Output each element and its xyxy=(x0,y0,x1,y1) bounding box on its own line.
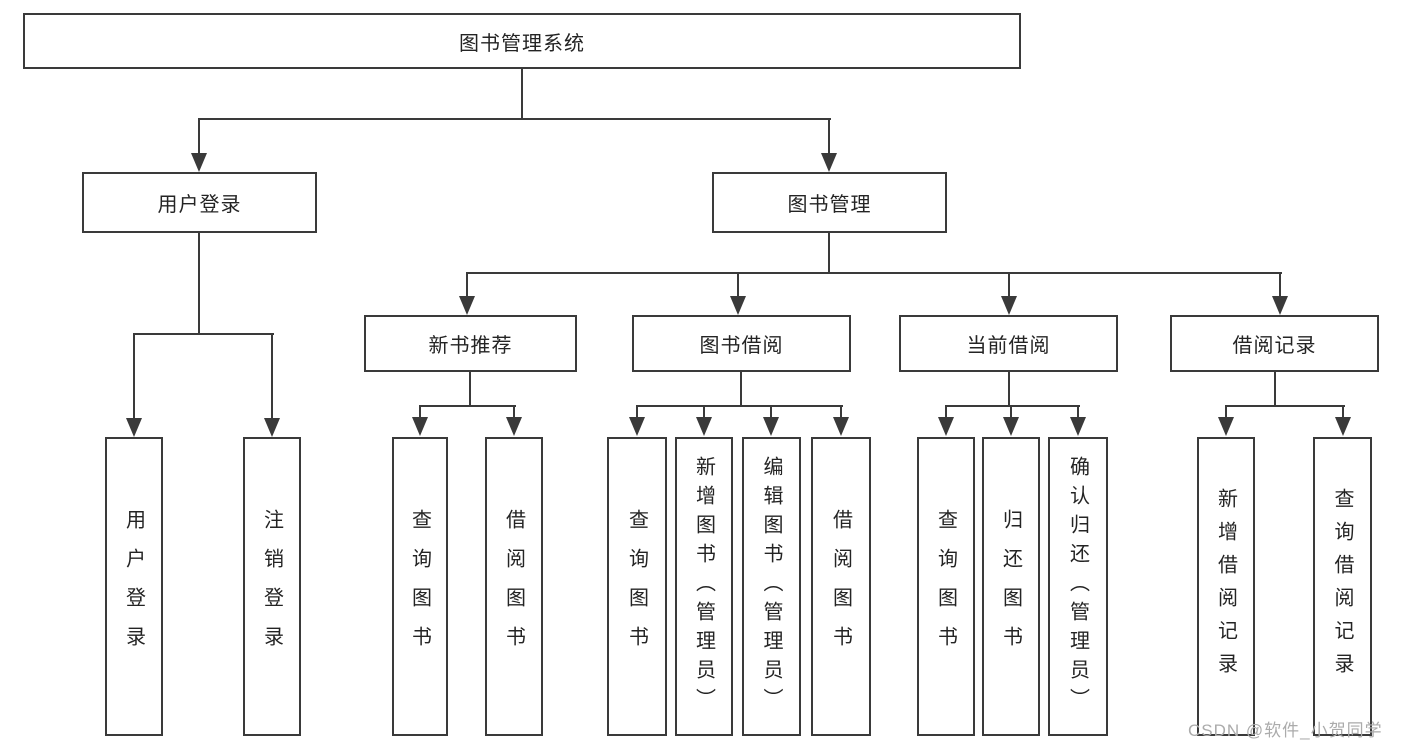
connector-vline xyxy=(1008,272,1010,299)
connector-vline xyxy=(1342,405,1344,421)
connector-vline xyxy=(740,372,742,407)
connector-vline xyxy=(636,405,638,421)
node-label: 用户登录 xyxy=(157,194,242,216)
leaf-borrow-books-recommend: 借阅图书 xyxy=(485,437,543,736)
connector-vline xyxy=(521,68,523,120)
node-label: 新书推荐 xyxy=(428,335,513,357)
connector-vline xyxy=(828,233,830,274)
connector-vline xyxy=(1010,405,1012,421)
connector-hline xyxy=(1225,405,1345,407)
node-label: 借阅图书 xyxy=(829,508,852,665)
leaf-add-books-admin: 新增图书（管理员） xyxy=(675,437,733,736)
node-label: 编辑图书（管理员） xyxy=(760,456,782,717)
node-borrowing-records: 借阅记录 xyxy=(1170,315,1379,372)
connector-vline xyxy=(828,118,830,156)
connector-vline xyxy=(133,333,135,421)
connector-vline xyxy=(198,233,200,335)
csdn-watermark: CSDN @软件_小贺同学 xyxy=(1188,721,1383,740)
node-label: 当前借阅 xyxy=(966,335,1051,357)
arrowhead-down-icon xyxy=(1272,296,1288,315)
leaf-query-books-current: 查询图书 xyxy=(917,437,975,736)
arrowhead-down-icon xyxy=(264,418,280,437)
connector-hline xyxy=(198,118,831,120)
arrowhead-down-icon xyxy=(1070,417,1086,436)
arrowhead-down-icon xyxy=(730,296,746,315)
connector-hline xyxy=(466,272,1282,274)
node-root-library-system: 图书管理系统 xyxy=(23,13,1021,69)
connector-vline xyxy=(737,272,739,299)
node-user-login: 用户登录 xyxy=(82,172,317,233)
connector-vline xyxy=(703,405,705,421)
leaf-query-borrow-record: 查询借阅记录 xyxy=(1313,437,1372,736)
leaf-borrow-books: 借阅图书 xyxy=(811,437,871,736)
connector-vline xyxy=(840,405,842,421)
node-label: 新增图书（管理员） xyxy=(692,456,715,717)
connector-vline xyxy=(466,272,468,299)
connector-vline xyxy=(945,405,947,421)
connector-vline xyxy=(770,405,772,421)
node-label: 用户登录 xyxy=(122,508,145,665)
arrowhead-down-icon xyxy=(696,417,712,436)
connector-vline xyxy=(469,372,471,407)
leaf-return-books: 归还图书 xyxy=(982,437,1040,736)
arrowhead-down-icon xyxy=(629,417,645,436)
node-label: 图书管理系统 xyxy=(459,32,585,55)
leaf-user-login: 用户登录 xyxy=(105,437,163,736)
arrowhead-down-icon xyxy=(833,417,849,436)
leaf-logout: 注销登录 xyxy=(243,437,301,736)
leaf-confirm-return-admin: 确认归还（管理员） xyxy=(1048,437,1108,736)
node-new-book-recommend: 新书推荐 xyxy=(364,315,577,372)
arrowhead-down-icon xyxy=(1218,417,1234,436)
connector-vline xyxy=(1225,405,1227,421)
arrowhead-down-icon xyxy=(126,418,142,437)
leaf-query-books-borrowing: 查询图书 xyxy=(607,437,667,736)
node-book-management: 图书管理 xyxy=(712,172,947,233)
arrowhead-down-icon xyxy=(763,417,779,436)
connector-vline xyxy=(513,405,515,421)
arrowhead-down-icon xyxy=(1335,417,1351,436)
arrowhead-down-icon xyxy=(821,153,837,172)
node-label: 归还图书 xyxy=(999,508,1022,665)
node-book-borrowing: 图书借阅 xyxy=(632,315,851,372)
arrowhead-down-icon xyxy=(938,417,954,436)
node-label: 图书管理 xyxy=(787,194,872,216)
connector-vline xyxy=(1077,405,1079,421)
connector-vline xyxy=(1008,372,1010,407)
connector-hline xyxy=(133,333,274,335)
connector-hline xyxy=(636,405,843,407)
node-current-borrowing: 当前借阅 xyxy=(899,315,1118,372)
node-label: 查询图书 xyxy=(625,508,648,665)
connector-hline xyxy=(419,405,516,407)
connector-vline xyxy=(1279,272,1281,299)
leaf-query-books-recommend: 查询图书 xyxy=(392,437,448,736)
node-label: 新增借阅记录 xyxy=(1214,487,1237,686)
node-label: 注销登录 xyxy=(260,508,283,665)
connector-vline xyxy=(1274,372,1276,407)
arrowhead-down-icon xyxy=(412,417,428,436)
node-label: 图书借阅 xyxy=(699,335,784,357)
node-label: 借阅记录 xyxy=(1232,335,1317,357)
arrowhead-down-icon xyxy=(1001,296,1017,315)
connector-vline xyxy=(271,333,273,421)
arrowhead-down-icon xyxy=(506,417,522,436)
arrowhead-down-icon xyxy=(191,153,207,172)
connector-vline xyxy=(419,405,421,421)
connector-vline xyxy=(198,118,200,156)
connector-hline xyxy=(945,405,1080,407)
node-label: 查询图书 xyxy=(408,508,431,665)
arrowhead-down-icon xyxy=(459,296,475,315)
node-label: 借阅图书 xyxy=(502,508,525,665)
node-label: 查询借阅记录 xyxy=(1331,487,1353,686)
arrowhead-down-icon xyxy=(1003,417,1019,436)
leaf-edit-books-admin: 编辑图书（管理员） xyxy=(742,437,801,736)
node-label: 查询图书 xyxy=(934,508,957,665)
node-label: 确认归还（管理员） xyxy=(1066,456,1089,717)
leaf-add-borrow-record: 新增借阅记录 xyxy=(1197,437,1255,736)
